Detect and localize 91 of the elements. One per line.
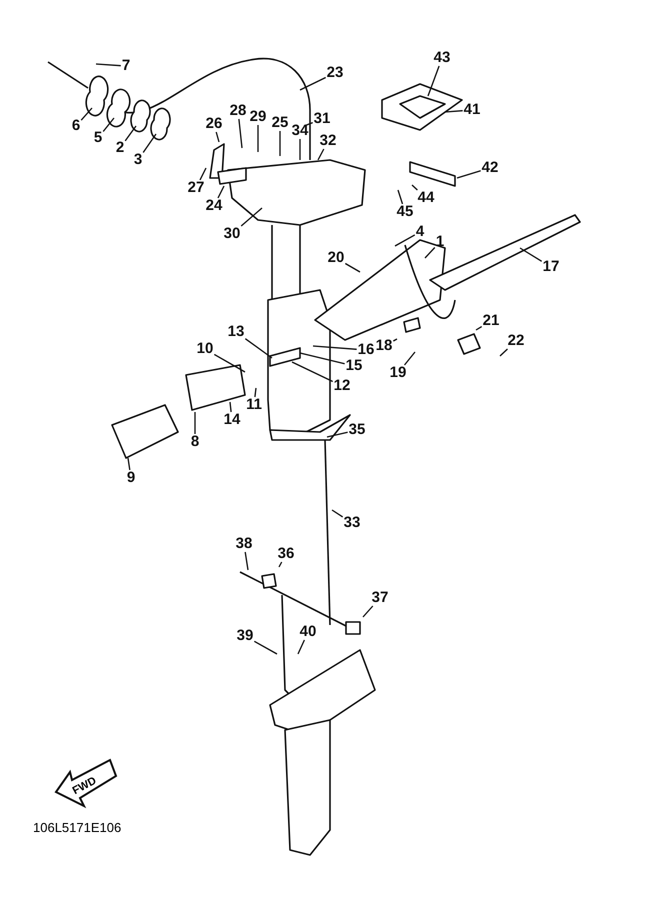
leader-line: [240, 208, 262, 226]
leader-line: [300, 76, 326, 91]
callout-number: 27: [186, 180, 206, 196]
callout-number: 36: [276, 546, 296, 562]
leader-line: [229, 402, 232, 412]
callout-number: 2: [114, 140, 126, 156]
leader-line: [312, 345, 357, 350]
callout-number: 7: [120, 58, 132, 74]
leader-line: [520, 247, 542, 262]
leader-line: [297, 640, 305, 654]
leader-line: [500, 348, 508, 356]
callout-number: 15: [344, 358, 364, 374]
callout-number: 19: [388, 365, 408, 381]
callout-number: 29: [248, 109, 268, 125]
callout-number: 34: [290, 123, 310, 139]
leader-line: [279, 131, 281, 156]
callout-number: 42: [480, 160, 500, 176]
leader-line: [238, 118, 243, 148]
callout-number: 3: [132, 152, 144, 168]
leader-line: [427, 66, 440, 96]
callout-number: 25: [270, 115, 290, 131]
callout-number: 13: [226, 324, 246, 340]
leader-line: [332, 509, 344, 518]
callout-number: 11: [245, 397, 263, 413]
callout-number: 43: [432, 50, 452, 66]
callout-number: 45: [396, 204, 414, 220]
callout-number: 37: [370, 590, 390, 606]
leader-line: [257, 125, 259, 152]
leader-line: [456, 170, 481, 179]
leader-line: [142, 134, 157, 153]
callout-number: 17: [542, 259, 560, 275]
leader-line: [194, 412, 196, 434]
callout-number: 4: [414, 224, 426, 240]
callout-number: 5: [92, 130, 104, 146]
callout-number: 32: [318, 133, 338, 149]
leader-line: [444, 110, 463, 113]
leader-line: [326, 432, 348, 438]
leader-line: [362, 606, 374, 618]
leader-line: [244, 552, 249, 570]
leader-line: [80, 108, 92, 121]
callout-number: 39: [236, 628, 254, 644]
leader-line: [199, 168, 207, 180]
leader-line: [254, 640, 278, 655]
leader-line: [216, 132, 220, 142]
leader-line: [476, 326, 482, 331]
leader-line: [278, 562, 282, 568]
callout-number: 21: [482, 313, 500, 329]
callout-number: 12: [332, 378, 352, 394]
part-code: 106L5171E106: [33, 820, 122, 835]
callout-number: 40: [298, 624, 318, 640]
leader-line: [304, 122, 313, 127]
leader-line: [292, 361, 333, 382]
callout-number: 10: [196, 341, 214, 357]
callout-number: 24: [204, 198, 224, 214]
callout-number: 33: [342, 515, 362, 531]
arrow-label: FWD: [70, 774, 98, 798]
leader-line: [244, 338, 272, 359]
callout-number: 30: [222, 226, 242, 242]
callout-number: 31: [312, 111, 332, 127]
callout-number: 9: [126, 470, 136, 486]
callout-number: 23: [326, 65, 344, 81]
leader-line: [214, 354, 246, 373]
leader-line: [96, 63, 121, 66]
leader-line: [412, 184, 418, 190]
leader-line: [217, 186, 225, 198]
leader-line: [404, 352, 416, 366]
leader-line: [102, 118, 114, 132]
leader-line: [394, 234, 416, 247]
callout-number: 41: [462, 102, 482, 118]
leader-line: [124, 126, 137, 142]
callout-number: 8: [190, 434, 200, 450]
callout-number: 26: [204, 116, 224, 132]
callout-number: 6: [70, 118, 82, 134]
callout-number: 44: [416, 190, 436, 206]
leader-line: [344, 262, 360, 273]
leader-line: [127, 458, 130, 470]
leader-line: [424, 247, 436, 258]
callout-number: 18: [374, 338, 394, 354]
callout-number: 38: [234, 536, 254, 552]
callout-number: 14: [222, 412, 242, 428]
leader-line: [393, 338, 398, 342]
callout-number: 28: [228, 103, 248, 119]
callout-number: 16: [356, 342, 376, 358]
leader-line: [254, 388, 257, 398]
leader-line: [299, 139, 301, 160]
callout-number: 22: [506, 333, 526, 349]
leader-line: [317, 148, 324, 160]
leader-line: [300, 352, 345, 364]
callout-number: 20: [326, 250, 346, 266]
callout-number: 35: [348, 422, 366, 438]
leader-line: [397, 190, 404, 204]
